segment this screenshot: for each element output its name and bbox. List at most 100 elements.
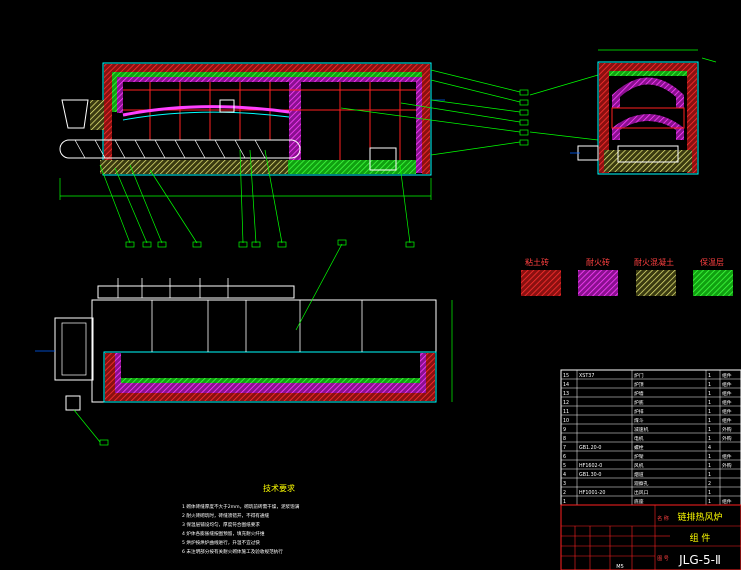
side-clay-brick-left [599, 63, 609, 173]
parts-cell-no: 9 [563, 427, 566, 433]
insulation-left-wall [112, 72, 117, 112]
feed-nozzles [117, 278, 229, 298]
parts-cell-qty: 1 [708, 454, 711, 460]
parts-cell-no: 15 [563, 373, 569, 379]
parts-cell-name: 炉顶 [634, 381, 644, 388]
parts-cell-no: 10 [563, 418, 569, 424]
parts-cell-note: 外购 [722, 426, 732, 433]
leader-lines-right [340, 69, 599, 156]
parts-cell-note: 组件 [722, 390, 732, 397]
parts-cell-qty: 1 [708, 490, 711, 496]
parts-cell-note: 外购 [722, 462, 732, 469]
title-block: 名 称 链排热风炉 组 件 图 号 JLG-5-Ⅱ M5 [560, 504, 741, 570]
parts-cell-note: 组件 [722, 408, 732, 415]
side-section-view [570, 49, 717, 175]
plan-motor [65, 395, 81, 411]
plan-clay-brick-base [105, 393, 435, 401]
parts-cell-code: GB1.20-0 [579, 445, 601, 451]
parts-cell-no: 7 [563, 445, 566, 451]
coal-hopper [61, 99, 89, 129]
fire-brick-roof [117, 77, 422, 82]
chain-grate [59, 139, 301, 159]
upper-arch [612, 77, 684, 108]
clay-brick-left-wall [104, 64, 112, 174]
refractory-concrete-base [100, 160, 288, 174]
parts-cell-note: 组件 [722, 372, 732, 379]
item-balloons-bottom [125, 241, 415, 248]
tech-requirements-title: 技术要求 [263, 483, 295, 493]
parts-cell-no: 12 [563, 400, 569, 406]
parts-cell-name: 观察孔 [634, 480, 649, 487]
legend-swatch-clay-brick [521, 270, 561, 296]
parts-cell-name: 螺栓 [634, 444, 644, 451]
parts-cell-no: 4 [563, 472, 566, 478]
parts-cell-qty: 2 [708, 481, 711, 487]
leader-lines-bottom [99, 149, 411, 244]
technical-requirements: 技术要求 1 砌体砖缝厚度不大于2mm，砌筑前砖需干燥，泥浆饱满 2 耐火砖砌筑… [182, 483, 300, 555]
sheet-label: M5 [616, 564, 624, 570]
parts-cell-no: 11 [563, 409, 569, 415]
parts-cell-qty: 1 [708, 418, 711, 424]
drive-motor [577, 145, 599, 161]
fire-brick-left-wall [117, 77, 123, 113]
parts-cell-code: HF1602-0 [579, 463, 602, 469]
product-name: 链排热风炉 [677, 511, 722, 523]
parts-cell-name: 炉墙 [634, 390, 644, 397]
parts-cell-no: 2 [563, 490, 566, 496]
item-balloons-right [519, 89, 529, 146]
front-elevation-view [59, 62, 599, 248]
insulation-roof [112, 72, 422, 77]
parts-cell-name: 煤斗 [634, 417, 644, 424]
parts-cell-qty: 1 [708, 382, 711, 388]
drawing-number: JLG-5-Ⅱ [678, 553, 721, 567]
parts-cell-qty: 1 [708, 409, 711, 415]
parts-cell-name: 出风口 [634, 489, 649, 496]
parts-cell-code: HF1001-20 [579, 490, 605, 496]
insulation-base [288, 160, 416, 174]
tech-requirement-line: 6 未注明部分按有关耐火砌体施工及验收规范执行 [182, 548, 283, 555]
parts-cell-no: 13 [563, 391, 569, 397]
parts-cell-name: 底座 [634, 498, 644, 505]
parts-cell-code: GB1.30-0 [579, 472, 601, 478]
plan-view [35, 239, 453, 446]
parts-cell-qty: 1 [708, 427, 711, 433]
assembly-label: 组 件 [690, 532, 711, 544]
hopper-gate [90, 100, 104, 130]
side-insulation-top [609, 71, 687, 76]
tech-requirement-line: 3 保温层铺设均匀，厚度符合图纸要求 [182, 521, 260, 528]
parts-cell-qty: 4 [708, 445, 711, 451]
parts-cell-qty: 1 [708, 463, 711, 469]
legend-swatch-refractory-concrete [636, 270, 676, 296]
legend-swatch-fire-brick [578, 270, 618, 296]
clay-brick-roof [104, 64, 430, 72]
side-clay-brick-right [687, 63, 697, 173]
parts-cell-note: 外购 [722, 435, 732, 442]
parts-cell-no: 5 [563, 463, 566, 469]
legend-label-fire-brick: 耐火砖 [586, 257, 610, 267]
parts-cell-note: 组件 [722, 498, 732, 505]
title-label-drawing-no: 图 号 [657, 556, 669, 562]
parts-cell-qty: 1 [708, 472, 711, 478]
parts-cell-no: 6 [563, 454, 566, 460]
legend-swatch-insulation [693, 270, 733, 296]
side-grate [617, 145, 679, 163]
fire-brick-right-wall [416, 77, 422, 173]
parts-cell-name: 炉底 [634, 399, 644, 406]
parts-cell-note: 组件 [722, 453, 732, 460]
side-concrete-base [604, 150, 692, 172]
parts-cell-name: 电机 [634, 435, 644, 442]
parts-cell-no: 1 [563, 499, 566, 505]
parts-cell-qty: 1 [708, 391, 711, 397]
parts-cell-name: 减速机 [634, 426, 649, 433]
parts-cell-no: 8 [563, 436, 566, 442]
legend-label-clay-brick: 粘土砖 [525, 257, 549, 267]
observation-hole [219, 99, 235, 113]
plan-fire-brick-base [115, 383, 426, 393]
parts-cell-name: 烟道 [634, 471, 644, 478]
flue-outlet [369, 147, 397, 171]
parts-cell-note: 组件 [722, 417, 732, 424]
parts-cell-code: XST37 [579, 373, 594, 379]
plan-hopper [54, 317, 94, 381]
